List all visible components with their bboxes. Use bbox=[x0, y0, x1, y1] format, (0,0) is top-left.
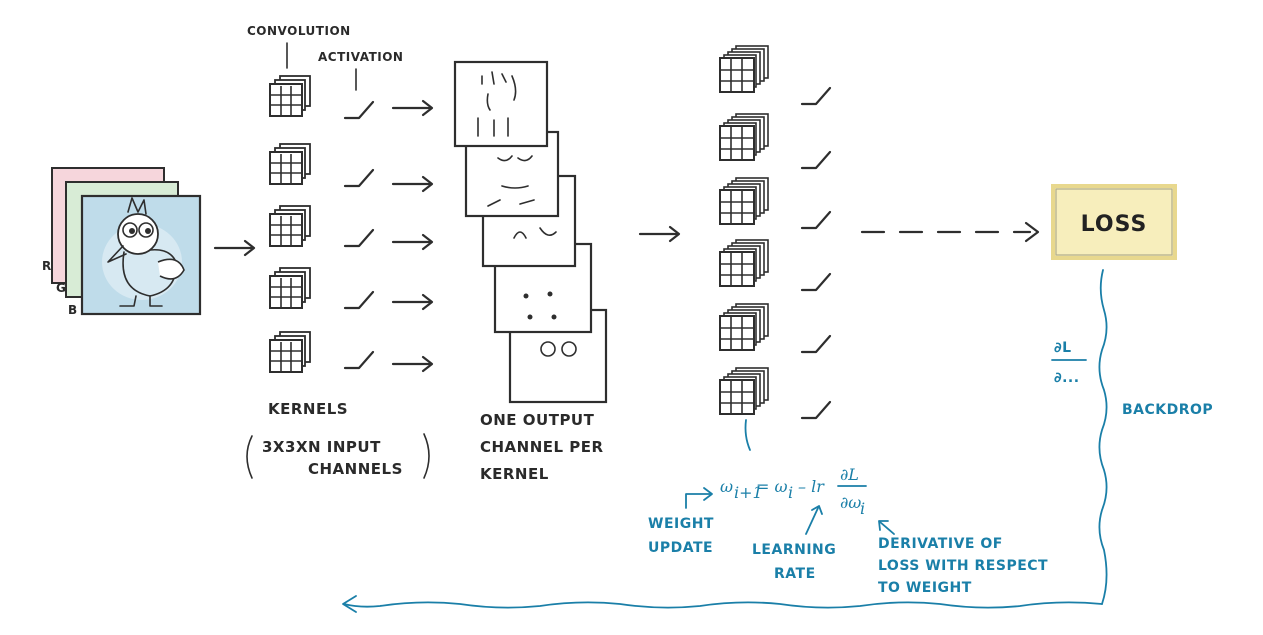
feature-map-icon bbox=[453, 60, 549, 148]
relu-activation-icon bbox=[800, 150, 832, 170]
kernel-stack-icon bbox=[719, 177, 769, 225]
gradient-numerator: ∂L bbox=[1054, 340, 1072, 356]
arrow-right-icon bbox=[391, 175, 434, 193]
output-label-line1: ONE OUTPUT bbox=[480, 411, 595, 429]
weight-update-line2: UPDATE bbox=[648, 540, 713, 556]
derivative-line1: DERIVATIVE OF bbox=[878, 536, 1003, 552]
weight-update-formula: ω i+1 = ω i – lr ∂L ∂ω i bbox=[720, 465, 867, 518]
kernel-stack-icon bbox=[719, 303, 769, 351]
formula-frac-den-sub: i bbox=[860, 499, 865, 518]
backprop-path bbox=[342, 269, 1108, 613]
kernel-stack-icon bbox=[719, 113, 769, 161]
arrow-right-icon bbox=[391, 99, 434, 117]
relu-activation-icon bbox=[343, 228, 375, 248]
output-label-line2: CHANNEL PER bbox=[480, 438, 604, 456]
dashed-arrow-to-loss bbox=[860, 221, 1040, 243]
input-arrow-icon bbox=[213, 239, 256, 257]
weight-update-line1: WEIGHT bbox=[648, 516, 714, 532]
arrows-to-feature-maps bbox=[391, 99, 434, 373]
paren-right bbox=[423, 433, 430, 479]
kernels-label: KERNELS bbox=[268, 400, 348, 418]
relu-activation-icon bbox=[343, 350, 375, 370]
formula-minus: – lr bbox=[798, 477, 825, 496]
arrow-to-layer2-icon bbox=[638, 225, 681, 243]
kernel-grid-icon bbox=[269, 75, 311, 117]
channel-label-b: B bbox=[68, 303, 77, 317]
derivative-arrow-icon bbox=[878, 520, 889, 531]
relu-activation-icon bbox=[800, 86, 832, 106]
formula-lhs: ω bbox=[720, 477, 733, 496]
formula-frac-den: ∂ω bbox=[840, 493, 861, 512]
input-image-stack: R G B bbox=[42, 167, 202, 317]
formula-frac-num: ∂L bbox=[840, 465, 859, 484]
arrow-right-icon bbox=[391, 355, 434, 373]
relu-activation-icon bbox=[343, 290, 375, 310]
kernel-stack-icon bbox=[719, 367, 769, 415]
arrow-right-icon bbox=[391, 293, 434, 311]
relu-activation-icon bbox=[800, 400, 832, 420]
paren-left bbox=[246, 435, 253, 479]
weight-update-pointer bbox=[685, 493, 711, 509]
kernel-grid-icon bbox=[269, 331, 311, 373]
activation-column-2 bbox=[800, 86, 832, 420]
formula-eq: = ω bbox=[756, 477, 788, 496]
formula-rhs-sub: i bbox=[788, 483, 793, 502]
channel-label-r: R bbox=[42, 259, 51, 273]
kernel-grid-icon bbox=[269, 143, 311, 185]
learning-rate-line1: LEARNING bbox=[752, 542, 836, 558]
loss-box: LOSS bbox=[1051, 184, 1177, 260]
kernels-column bbox=[269, 75, 311, 373]
kernel-stack-icon bbox=[719, 239, 769, 287]
kernels-note-line2: CHANNELS bbox=[308, 460, 403, 478]
derivative-line3: TO WEIGHT bbox=[878, 580, 972, 596]
activation-label: ACTIVATION bbox=[318, 50, 403, 64]
learning-rate-arrow-icon bbox=[811, 505, 823, 515]
kernel-grid-icon bbox=[269, 267, 311, 309]
formula-lhs-sub: i+1 bbox=[734, 483, 763, 502]
bird-image-icon bbox=[102, 197, 185, 307]
learning-rate-pointer bbox=[805, 507, 819, 535]
learning-rate-line2: RATE bbox=[774, 566, 816, 582]
gradient-denominator: ∂... bbox=[1054, 370, 1080, 386]
arrow-right-icon bbox=[391, 233, 434, 251]
loss-label: LOSS bbox=[1081, 212, 1148, 237]
channel-label-g: G bbox=[56, 281, 66, 295]
activation-column-1 bbox=[343, 100, 375, 370]
kernel-grid-icon bbox=[269, 205, 311, 247]
derivative-line2: LOSS WITH RESPECT bbox=[878, 558, 1048, 574]
feature-maps-stack bbox=[453, 60, 608, 404]
convolution-label: CONVOLUTION bbox=[247, 24, 351, 38]
kernels-column-2 bbox=[719, 45, 769, 415]
relu-activation-icon bbox=[800, 210, 832, 230]
relu-activation-icon bbox=[800, 334, 832, 354]
weight-update-arrow-icon bbox=[703, 487, 713, 501]
kernels-note-line1: 3X3XN INPUT bbox=[262, 438, 381, 456]
backprop-arrow-head-icon bbox=[342, 595, 357, 613]
backdrop-label: BACKDROP bbox=[1122, 402, 1213, 418]
derivative-pointer bbox=[879, 521, 895, 535]
kernel-stack-icon bbox=[719, 45, 769, 93]
relu-activation-icon bbox=[343, 100, 375, 120]
relu-activation-icon bbox=[800, 272, 832, 292]
output-label-line3: KERNEL bbox=[480, 465, 549, 483]
relu-activation-icon bbox=[343, 168, 375, 188]
